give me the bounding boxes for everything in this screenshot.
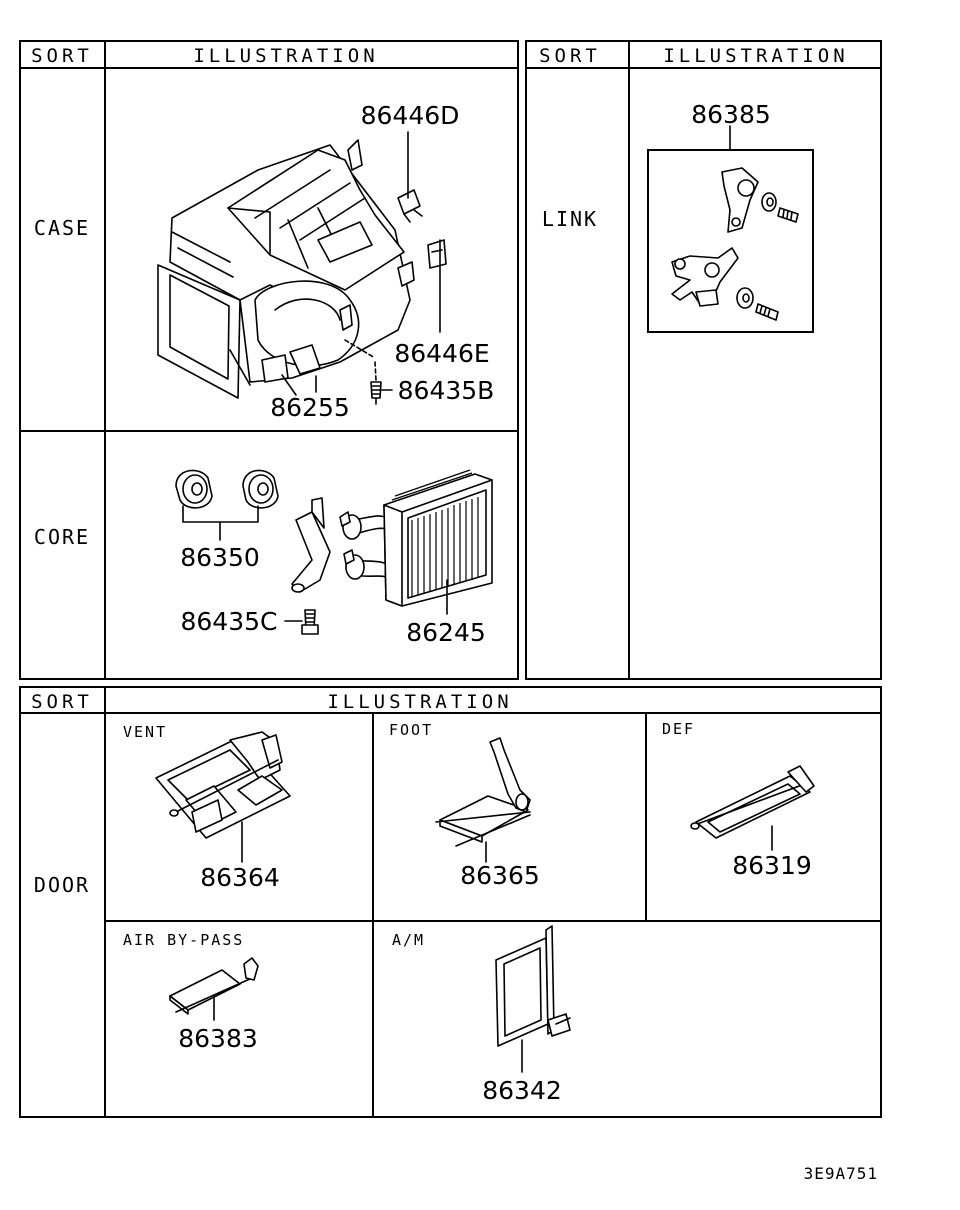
part-number-86319: 86319 <box>732 851 812 880</box>
header-illustration-1: ILLUSTRATION <box>193 45 378 67</box>
part-number-86385: 86385 <box>691 100 771 129</box>
drawing-code: 3E9A751 <box>804 1164 878 1183</box>
subsection-vent: VENT <box>123 723 167 741</box>
sort-label-link: LINK <box>542 207 598 231</box>
am-door-drawing <box>495 925 571 1073</box>
table-case-core <box>19 40 519 680</box>
subsection-air-bypass: AIR BY-PASS <box>123 931 244 949</box>
part-number-86365: 86365 <box>460 861 540 890</box>
header-sort-3: SORT <box>31 691 93 713</box>
heater-case-drawing <box>157 131 447 405</box>
part-number-86245: 86245 <box>406 618 486 647</box>
table-link <box>525 40 882 680</box>
part-number-86435C: 86435C <box>181 607 278 636</box>
part-number-86383: 86383 <box>178 1024 258 1053</box>
sort-label-core: CORE <box>34 525 90 549</box>
link-assembly-drawing <box>647 125 814 333</box>
subsection-foot: FOOT <box>389 721 433 739</box>
header-illustration-2: ILLUSTRATION <box>663 45 848 67</box>
heater-core-drawing <box>175 469 493 635</box>
part-number-86350: 86350 <box>180 543 260 572</box>
sort-label-door: DOOR <box>34 873 90 897</box>
part-number-86435B: 86435B <box>398 376 495 405</box>
header-sort-2: SORT <box>539 45 601 67</box>
foot-door-drawing <box>435 737 531 863</box>
subsection-def: DEF <box>662 720 695 738</box>
part-number-86446D: 86446D <box>361 101 460 130</box>
part-number-86446E: 86446E <box>394 339 489 368</box>
subsection-am: A/M <box>392 931 425 949</box>
header-sort-1: SORT <box>31 45 93 67</box>
part-number-86364: 86364 <box>200 863 280 892</box>
header-illustration-3: ILLUSTRATION <box>327 691 512 713</box>
grommet-left <box>175 469 213 509</box>
def-door-drawing <box>690 765 815 851</box>
vent-door-drawing <box>155 731 291 863</box>
air-bypass-door-drawing <box>169 957 259 1021</box>
sort-label-case: CASE <box>34 216 90 240</box>
table-door <box>19 686 882 1118</box>
grommet-right <box>242 469 279 509</box>
part-number-86342: 86342 <box>482 1076 562 1105</box>
part-number-86255: 86255 <box>270 393 350 422</box>
